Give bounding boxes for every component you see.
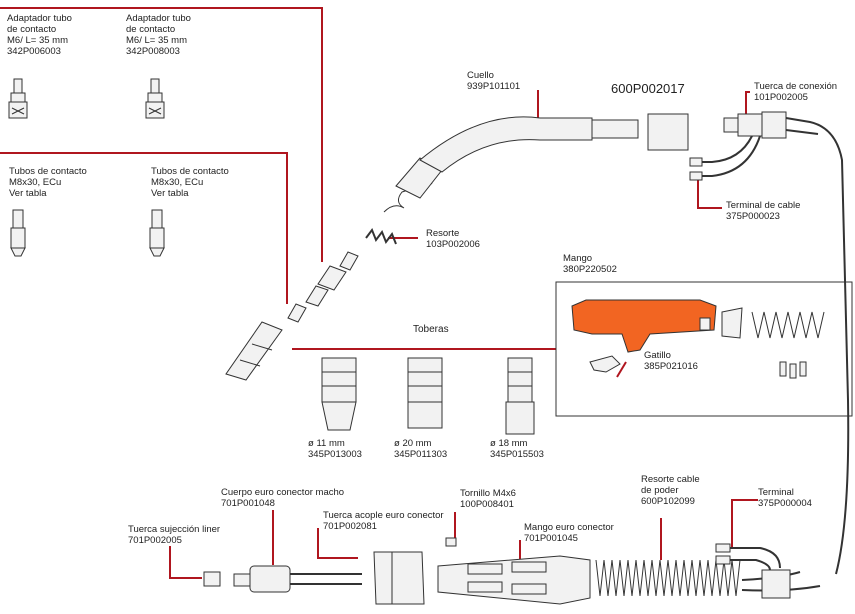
adapter-part-1 — [8, 78, 28, 119]
callout-tips — [0, 152, 288, 304]
label-part-600: 600P002017 — [611, 81, 685, 96]
label-screw: Tornillo M4x6 100P008401 — [460, 488, 516, 510]
label-adapter-1: Adaptador tubo de contacto M6/ L= 35 mm … — [7, 13, 72, 57]
screw-part — [445, 537, 457, 547]
label-nozzles-title: Toberas — [413, 324, 449, 335]
callout-adapter — [0, 7, 323, 262]
adapter-tip-front — [339, 251, 359, 271]
coupling-nut-part — [373, 551, 425, 605]
callout-cable-terminal — [697, 180, 722, 209]
label-trigger: Gatillo 385P021016 — [644, 350, 698, 372]
handle-assembly — [571, 299, 825, 379]
label-tip-2: Tubos de contacto M8x30, ECu Ver tabla — [151, 166, 229, 199]
label-neck: Cuello 939P101101 — [467, 70, 521, 92]
diffuser-front — [305, 285, 329, 307]
label-liner-nut: Tuerca sujección liner 701P002005 — [128, 524, 221, 546]
adapter-front — [317, 265, 347, 291]
label-nozzle-11: ø 11 mm 345P013003 — [308, 438, 362, 460]
label-nozzle-20: ø 20 mm 345P011303 — [394, 438, 448, 460]
liner-nut-part — [203, 571, 221, 587]
handle-body — [571, 299, 717, 353]
nozzle-20 — [407, 357, 443, 429]
label-cable-terminal: Terminal de cable 375P000023 — [726, 200, 801, 222]
spring-small — [365, 227, 397, 245]
handle-spring — [751, 311, 825, 339]
adapter-part-2 — [145, 78, 165, 119]
neck-tube — [419, 116, 593, 173]
connection-nut-assembly — [689, 111, 850, 575]
callout-terminal — [731, 499, 758, 548]
euro-connector-assembly — [203, 537, 821, 605]
handle-inset-box — [555, 281, 853, 417]
callout-coupling-nut — [317, 528, 358, 559]
contact-tip-part-2 — [149, 209, 165, 257]
callout-trigger — [616, 361, 627, 378]
neck-insulator — [591, 119, 639, 139]
callout-connection-nut — [745, 91, 750, 124]
trigger-part — [589, 355, 621, 373]
contact-tip-part-1 — [10, 209, 26, 257]
label-handle: Mango 380P220502 — [563, 253, 617, 275]
euro-body-part — [249, 565, 291, 593]
torch-front-assembly — [225, 113, 689, 381]
label-nozzle-18: ø 18 mm 345P015503 — [490, 438, 544, 460]
label-euro-handle: Mango euro conector 701P001045 — [524, 522, 614, 544]
callout-liner-nut — [169, 546, 202, 579]
label-terminal: Terminal 375P000004 — [758, 487, 812, 509]
nozzle-11 — [321, 357, 357, 431]
handle-end-cap — [721, 307, 743, 339]
label-coupling-nut: Tuerca acople euro conector 701P002081 — [323, 510, 444, 532]
label-tip-1: Tubos de contacto M8x30, ECu Ver tabla — [9, 166, 87, 199]
tip-front — [287, 303, 307, 323]
power-spring-part — [595, 559, 741, 597]
label-connection-nut: Tuerca de conexión 101P002005 — [754, 81, 838, 103]
part-600-block — [647, 113, 689, 151]
label-power-spring: Resorte cable de poder 600P102099 — [641, 474, 700, 507]
label-adapter-2: Adaptador tubo de contacto M6/ L= 35 mm … — [126, 13, 191, 57]
label-spring: Resorte 103P002006 — [426, 228, 480, 250]
label-euro-body: Cuerpo euro conector macho 701P001048 — [221, 487, 345, 509]
nozzle-18 — [505, 357, 535, 435]
nozzle-front — [225, 321, 283, 381]
